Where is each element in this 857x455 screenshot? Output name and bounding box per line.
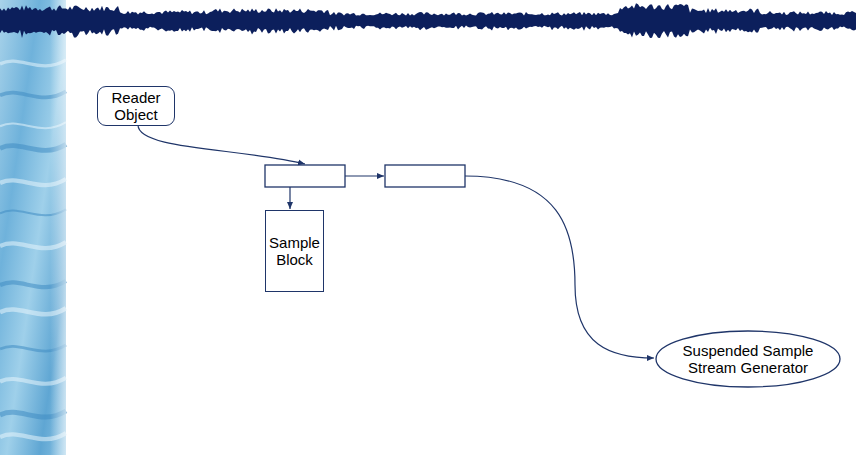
- node-label: Reader Object: [98, 89, 174, 123]
- pointer-arrow: [289, 187, 290, 209]
- ellipse-shape: [656, 331, 840, 387]
- node-label: Suspended Sample Stream Generator: [675, 342, 821, 376]
- pointer-arrow: [138, 125, 305, 164]
- block-box: Sample Block: [265, 210, 324, 292]
- list-cell: [385, 165, 465, 187]
- pointer-arrow: [345, 175, 384, 176]
- water-strip: [0, 0, 66, 455]
- object-box: Reader Object: [97, 86, 175, 126]
- pointer-arrow: [465, 176, 654, 358]
- node-label: Sample Block: [266, 234, 323, 268]
- generator-ellipse: Suspended Sample Stream Generator: [655, 330, 841, 388]
- list-cell: [265, 165, 345, 187]
- waveform: [0, 3, 856, 38]
- strip-fade: [50, 0, 66, 455]
